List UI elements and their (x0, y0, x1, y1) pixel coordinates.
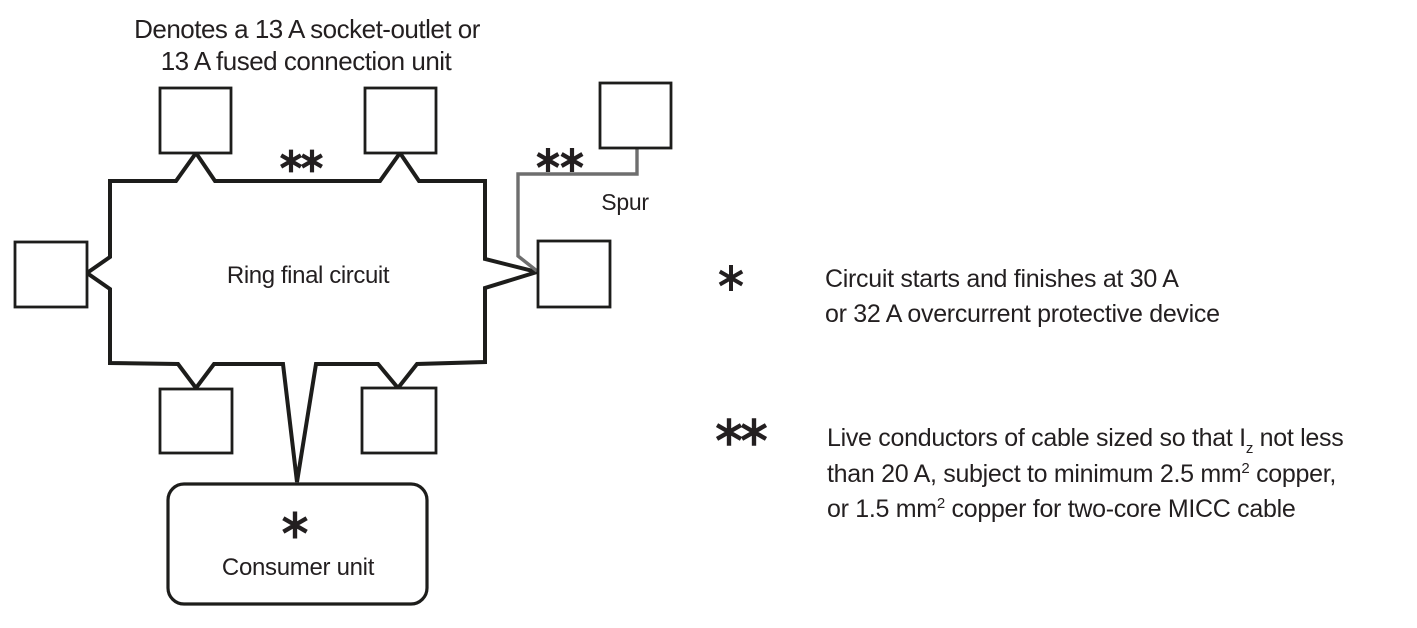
socket-box-top-right (363, 86, 438, 155)
legend-item2-line3: or 1.5 mm2 copper for two-core MICC cabl… (827, 495, 1295, 523)
asterisk-icon (562, 148, 583, 172)
legend-item1-line2: or 32 A overcurrent protective device (825, 300, 1220, 328)
diagram-caption-line1: Denotes a 13 A socket-outlet or (134, 14, 481, 44)
legend-item2-double-asterisk (717, 418, 766, 446)
ring-circuit-outline (83, 149, 545, 483)
ring-cable-double-asterisk-marker (281, 150, 322, 173)
legend: Circuit starts and finishes at 30 A or 3… (717, 263, 1344, 523)
spur-cable-line (516, 148, 639, 273)
socket-box-right (536, 239, 612, 309)
legend-item1-line1: Circuit starts and finishes at 30 A (825, 265, 1179, 293)
socket-box-left (13, 240, 89, 309)
consumer-unit-label: Consumer unit (222, 554, 375, 581)
spur-cable-double-asterisk-marker (538, 148, 583, 172)
ring-label: Ring final circuit (227, 262, 390, 289)
asterisk-icon (717, 418, 741, 446)
legend-item1-asterisk-icon (717, 263, 745, 293)
legend-item2-line2: than 20 A, subject to minimum 2.5 mm2 co… (827, 460, 1336, 488)
spur-label: Spur (601, 189, 649, 215)
socket-box-bottom-left (158, 387, 234, 455)
socket-box-top-left (158, 86, 233, 155)
diagram-caption-line2: 13 A fused connection unit (161, 46, 453, 76)
asterisk-icon (742, 418, 766, 446)
socket-box-spur (598, 81, 673, 150)
socket-box-bottom-right (360, 386, 438, 455)
legend-item2-line1: Live conductors of cable sized so that I… (827, 424, 1343, 457)
asterisk-icon (538, 148, 559, 172)
asterisk-icon (281, 150, 301, 173)
consumer-unit-box (166, 482, 429, 606)
asterisk-icon (302, 150, 322, 173)
